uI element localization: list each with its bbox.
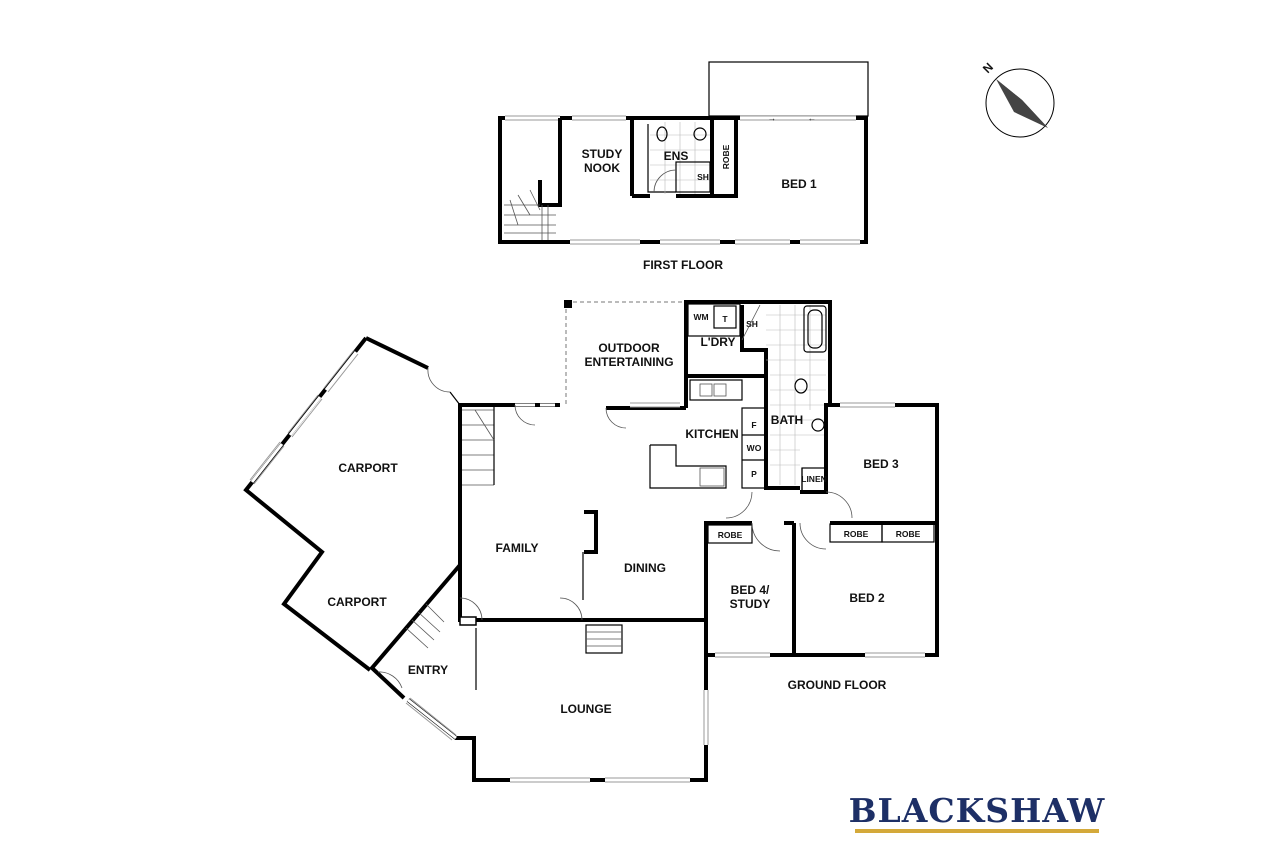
slide-arrow-icon: ← [808, 113, 817, 123]
door-swing [799, 522, 827, 550]
door-swing [377, 671, 403, 689]
room-carport-lower-label: CARPORT [327, 595, 387, 609]
room-lounge-label: LOUNGE [560, 702, 611, 716]
compass-north-label: N [980, 60, 996, 76]
room-study-nook-label-2: NOOK [584, 161, 620, 175]
slide-arrow-icon: → [768, 113, 777, 123]
first-floor-plan: → ← [498, 61, 869, 272]
brand-logo: BLACKSHAW [849, 791, 1106, 833]
ground-floor-plan: OUTDOOR ENTERTAINING WM T SH L'DRY [243, 300, 939, 783]
kitchen-island [649, 444, 727, 489]
basin-icon [693, 127, 707, 141]
robe-wall [676, 118, 738, 198]
stair-void-wall [538, 118, 562, 207]
room-kitchen-label: KITCHEN [685, 427, 738, 441]
door-swing [514, 404, 536, 426]
entry-steps [405, 603, 445, 649]
kitchen-sink-bench [689, 379, 743, 401]
door-swing [725, 491, 753, 519]
pantry-block [741, 407, 767, 489]
room-outdoor-label-1: OUTDOOR [598, 341, 660, 355]
door-swing [653, 169, 677, 193]
room-bed3-label: BED 3 [863, 457, 899, 471]
laundry-bath-walls [684, 300, 832, 376]
room-wm-label: WM [693, 312, 708, 322]
door-swing [605, 407, 627, 429]
room-bed4-label-1: BED 4/ [731, 583, 770, 597]
room-robe-bed2b-label: ROBE [896, 529, 921, 539]
room-bed2-label: BED 2 [849, 591, 885, 605]
brand-underline [855, 829, 1099, 833]
room-bath-label: BATH [771, 413, 803, 427]
stairs-ground-floor [462, 405, 495, 486]
fireplace-icon [584, 510, 598, 554]
room-wo-label: WO [747, 443, 762, 453]
ground-floor-label: GROUND FLOOR [788, 678, 887, 692]
brand-name: BLACKSHAW [849, 791, 1106, 830]
room-study-nook-label-1: STUDY [582, 147, 623, 161]
linen-cupboard [801, 467, 827, 493]
room-robe-label: ROBE [721, 144, 731, 169]
robe-bed2b [881, 523, 935, 543]
compass-ring [985, 68, 1055, 138]
first-floor-label: FIRST FLOOR [643, 258, 723, 272]
room-t-label: T [722, 314, 728, 324]
entry-walls [369, 563, 462, 700]
balcony-outline [708, 61, 869, 117]
room-robe-bed4-label: ROBE [718, 530, 743, 540]
compass: N [980, 60, 1055, 138]
room-carport-upper-label: CARPORT [338, 461, 398, 475]
stairs-first-floor [504, 189, 556, 240]
room-robe-bed2a-label: ROBE [844, 529, 869, 539]
room-linen-label: LINEN [801, 474, 827, 484]
bedroom-wing-walls [704, 403, 939, 657]
room-f-label: F [751, 420, 756, 430]
room-ens-shower-label: SH [697, 172, 709, 182]
room-dining-label: DINING [624, 561, 666, 575]
bath-tiles [766, 305, 826, 485]
room-sh-label: SH [746, 319, 758, 329]
room-ldry-label: L'DRY [700, 335, 735, 349]
bathtub-icon [803, 305, 827, 353]
door-swing [459, 597, 483, 621]
shower-tray [675, 161, 711, 193]
north-arrow-shade [996, 79, 1048, 128]
door-swing [751, 522, 781, 552]
cooktop-icon [699, 467, 725, 487]
room-p-label: P [751, 469, 757, 479]
door-swing [825, 491, 853, 519]
room-family-label: FAMILY [496, 541, 539, 555]
room-ens-label: ENS [664, 149, 689, 163]
basin-icon [811, 418, 825, 432]
room-outdoor-label-2: ENTERTAINING [584, 355, 673, 369]
toilet-icon [656, 126, 668, 142]
carport-structure [243, 336, 461, 672]
door-swing [559, 597, 583, 621]
room-bed1-label: BED 1 [781, 177, 817, 191]
room-entry-label: ENTRY [408, 663, 448, 677]
ensuite-tiles [650, 122, 710, 194]
toilet-icon [794, 378, 808, 394]
room-bed4-label-2: STUDY [730, 597, 771, 611]
post-icon [564, 300, 572, 308]
